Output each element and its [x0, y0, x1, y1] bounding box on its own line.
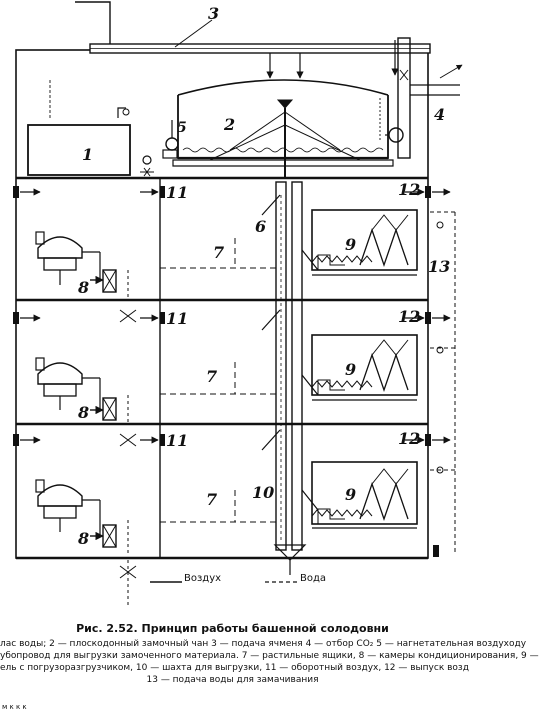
caption-line: убопровод для выгрузки замоченного матер…: [0, 651, 539, 661]
air-blower: [162, 120, 179, 159]
figure-caption-body: лас воды; 2 — плоскодонный замочный чан …: [0, 638, 539, 686]
germination-box: [311, 209, 418, 276]
caption-line: ель с погрузоразгрузчиком, 10 — шахта дл…: [0, 663, 469, 673]
label-conditioning-3: 8: [77, 529, 89, 548]
label-conditioning-1: 8: [77, 278, 89, 297]
transfer-pipe: [261, 181, 319, 575]
label-air-outlet-2: 12: [398, 307, 420, 326]
label-unloading-shaft: 10: [252, 483, 274, 502]
water-valves: [119, 270, 137, 605]
label-growing-box-1: 7: [213, 243, 224, 262]
steeping-water-line: [430, 211, 456, 555]
label-germination-1: 9: [345, 235, 356, 254]
conditioning-chamber-floor2: [35, 357, 117, 421]
screw-conveyor: [311, 255, 373, 517]
label-steeping-tank: 2: [223, 115, 235, 134]
label-air-outlet-1: 12: [398, 180, 420, 199]
label-return-air-1: 11: [166, 183, 188, 202]
label-return-air-3: 11: [166, 431, 188, 450]
page-corner-mark: м к к к: [2, 703, 27, 711]
conditioning-chamber-floor1: [35, 231, 117, 293]
label-air-blower: 5: [177, 120, 187, 136]
label-growing-box-2: 7: [206, 367, 217, 386]
label-water-tank: 1: [82, 145, 93, 164]
wall-vents: [13, 186, 439, 557]
caption-line: 13 — подача воды для замачивания: [146, 675, 319, 685]
label-co2-exhaust: 4: [434, 105, 445, 124]
label-water-supply: 13: [428, 257, 450, 276]
building-outline: [15, 49, 429, 559]
air-ducts: [160, 238, 276, 523]
germination-box: [311, 334, 418, 401]
label-air-outlet-3: 12: [398, 429, 420, 448]
label-germination-2: 9: [345, 360, 356, 379]
conditioning-chamber-floor3: [35, 479, 117, 548]
water-tank: [27, 80, 154, 177]
label-transfer-pipe: 6: [255, 217, 266, 236]
legend-air-label: Воздух: [184, 573, 222, 584]
label-growing-box-3: 7: [206, 490, 217, 509]
label-return-air-2: 11: [166, 309, 188, 328]
germination-box: [311, 461, 418, 529]
legend-water-label: Вода: [300, 573, 327, 584]
tower-malthouse-diagram: 1 2 3 4 5 6 7 7 7 8 8 8 9 9 9 10 11 11 1…: [13, 1, 463, 605]
figure-caption-title: Рис. 2.52. Принцип работы башенной солод…: [76, 622, 389, 635]
caption-line: лас воды; 2 — плоскодонный замочный чан …: [0, 639, 527, 649]
label-germination-3: 9: [345, 485, 356, 504]
steeping-tank: [172, 79, 394, 178]
co2-exhaust: [385, 37, 463, 159]
barley-feed-conveyor: [75, 1, 431, 79]
air-flow-arrows: [20, 188, 451, 444]
label-conditioning-2: 8: [77, 403, 89, 422]
label-barley-feed: 3: [208, 4, 219, 23]
